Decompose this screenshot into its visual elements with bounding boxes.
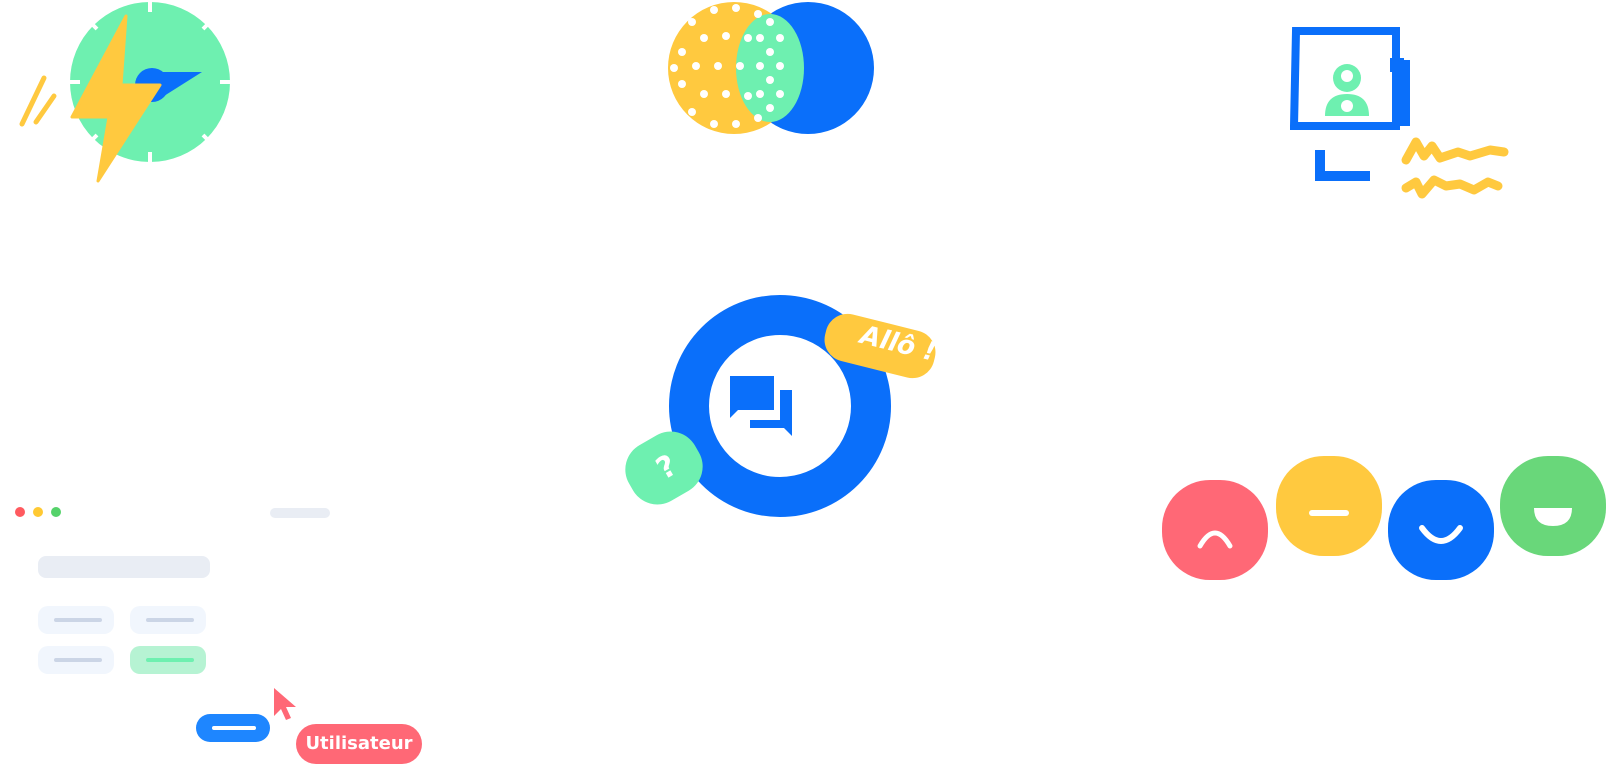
cursor-arrow-icon	[274, 688, 296, 720]
speed-compass-lightning-icon	[19, 2, 230, 183]
user-tag: Utilisateur	[296, 724, 422, 764]
mockup-blue-button	[196, 714, 270, 742]
mood-faces-icon	[1162, 456, 1606, 580]
chat-bubbles-icon	[625, 295, 936, 517]
contact-card-signature-icon	[1290, 27, 1509, 199]
overlapping-circles-icon	[668, 2, 874, 134]
user-tag-label: Utilisateur	[305, 733, 413, 754]
ui-mockup-icon	[15, 507, 330, 674]
